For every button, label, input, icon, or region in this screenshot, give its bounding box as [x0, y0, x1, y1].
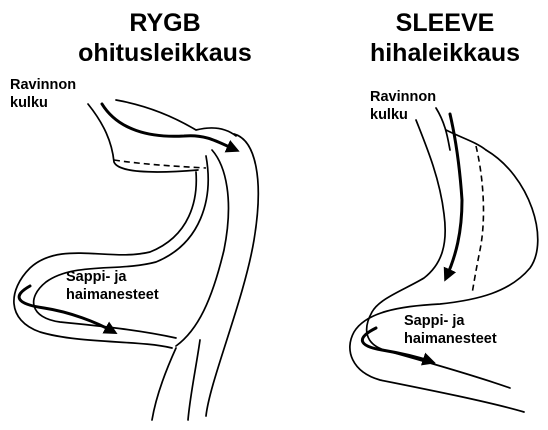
rygb-staple-line: [114, 160, 206, 168]
rygb-common-channel-left: [152, 348, 176, 420]
rygb-food-label-line2: kulku: [10, 94, 76, 112]
sleeve-esophagus-wall: [436, 108, 450, 150]
rygb-bile-label-line2: haimanesteet: [66, 286, 159, 304]
rygb-remnant-outer: [14, 172, 196, 348]
sleeve-bile-flow-label: Sappi- ja haimanesteet: [404, 312, 497, 348]
rygb-bile-label-line1: Sappi- ja: [66, 268, 159, 286]
rygb-pouch-left-wall: [88, 104, 198, 172]
rygb-bile-flow-label: Sappi- ja haimanesteet: [66, 268, 159, 304]
sleeve-staple-line: [472, 146, 483, 294]
sleeve-food-label-line1: Ravinnon: [370, 88, 436, 106]
sleeve-bile-label-line2: haimanesteet: [404, 330, 497, 348]
rygb-diagram: [14, 100, 258, 420]
rygb-limb-inner: [176, 150, 228, 346]
rygb-food-label-line1: Ravinnon: [10, 76, 76, 94]
rygb-limb-outer: [206, 134, 258, 416]
sleeve-food-flow-label: Ravinnon kulku: [370, 88, 436, 124]
rygb-food-flow-label: Ravinnon kulku: [10, 76, 76, 112]
sleeve-bile-label-line1: Sappi- ja: [404, 312, 497, 330]
rygb-food-flow-arrow: [102, 104, 236, 150]
sleeve-food-label-line2: kulku: [370, 106, 436, 124]
sleeve-diagram: [350, 108, 538, 412]
sleeve-greater-curvature: [350, 150, 538, 412]
sleeve-fundus-top: [446, 130, 486, 150]
rygb-common-channel-right: [188, 340, 200, 420]
